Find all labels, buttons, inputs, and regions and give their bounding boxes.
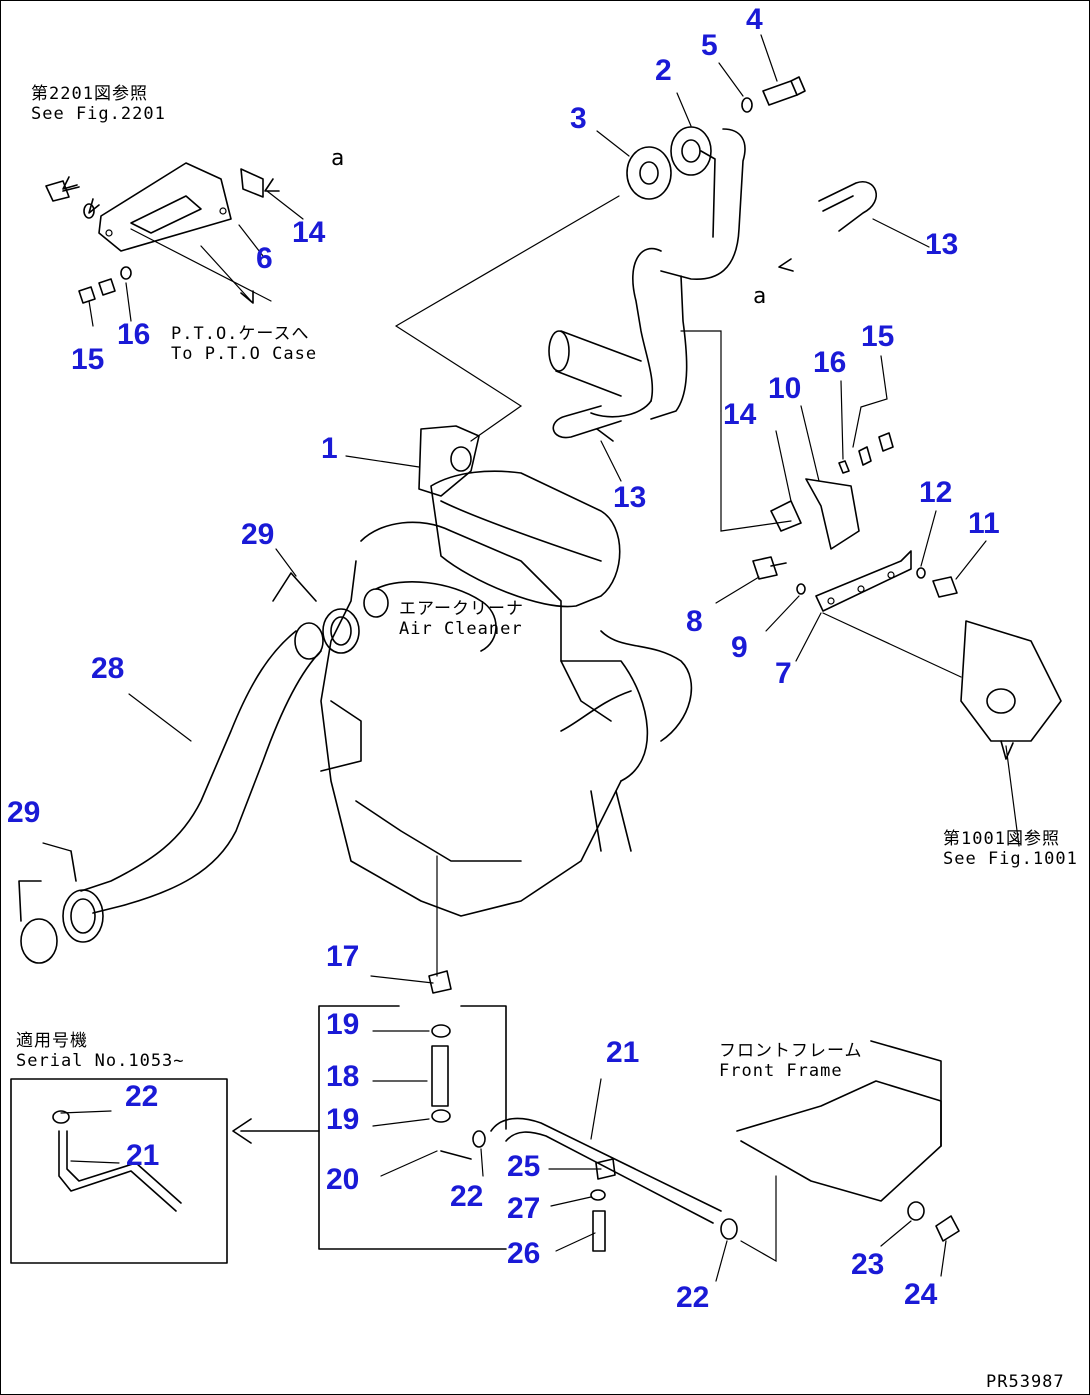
serial-inset-box	[10, 1078, 228, 1264]
callout-27: 27	[507, 1192, 541, 1225]
intake-hose	[18, 572, 360, 964]
callout-3: 3	[570, 102, 587, 135]
callout-20: 20	[326, 1163, 360, 1196]
serial-inset-hose	[52, 1110, 182, 1212]
callout-1: 1	[321, 432, 338, 465]
callout-28: 28	[91, 652, 125, 685]
callout-22-inset: 22	[125, 1080, 159, 1113]
view-letter-a-mid: a	[753, 284, 767, 309]
callout-2: 2	[655, 54, 672, 87]
callout-15-left: 15	[71, 343, 105, 376]
callout-13-upper: 13	[925, 228, 959, 261]
callout-12: 12	[919, 476, 953, 509]
callout-14-left: 14	[292, 216, 326, 249]
note-serial-number: 適用号機 Serial No.1053~	[16, 1031, 185, 1071]
callout-25: 25	[507, 1150, 541, 1183]
callout-16-right: 16	[813, 346, 847, 379]
callout-22-end: 22	[676, 1281, 710, 1314]
callout-7: 7	[775, 657, 792, 690]
callout-17: 17	[326, 940, 360, 973]
callout-6: 6	[256, 242, 273, 275]
note-see-fig-1001: 第1001図参照 See Fig.1001	[943, 829, 1078, 869]
group-box	[318, 1005, 507, 1250]
callout-15-right: 15	[861, 320, 895, 353]
callout-22-box: 22	[450, 1180, 484, 1213]
callout-19-lower: 19	[326, 1103, 360, 1136]
callout-29-lower: 29	[7, 796, 41, 829]
note-to-pto-case: P.T.O.ケースへ To P.T.O Case	[171, 324, 318, 364]
drawing-number: PR53987	[986, 1372, 1065, 1392]
bracket-group	[45, 162, 264, 304]
callout-18: 18	[326, 1060, 360, 1093]
callout-5: 5	[701, 29, 718, 62]
bolt-washer	[741, 76, 806, 113]
note-see-fig-2201: 第2201図参照 See Fig.2201	[31, 84, 166, 124]
callout-23: 23	[851, 1248, 885, 1281]
callout-8: 8	[686, 605, 703, 638]
callout-21-inset: 21	[126, 1139, 160, 1172]
gasket	[626, 146, 672, 200]
note-front-frame: フロントフレーム Front Frame	[719, 1041, 863, 1081]
callout-26: 26	[507, 1237, 541, 1270]
callout-14-right: 14	[723, 398, 757, 431]
callout-13-lower: 13	[613, 481, 647, 514]
note-air-cleaner: エアークリーナ Air Cleaner	[399, 599, 524, 639]
callout-11: 11	[968, 507, 1000, 540]
leader-lines	[42, 34, 1020, 1282]
u-bolt	[818, 180, 877, 232]
support-bracket	[752, 432, 1062, 742]
engine	[320, 521, 693, 917]
callout-19-upper: 19	[326, 1008, 360, 1041]
callout-24: 24	[904, 1278, 938, 1311]
exhaust-pipe	[548, 126, 746, 420]
view-letter-a-top: a	[331, 146, 345, 171]
drain-assembly	[428, 970, 960, 1252]
callout-9: 9	[731, 631, 748, 664]
arrowheads	[62, 176, 1014, 760]
callout-29-upper: 29	[241, 518, 275, 551]
callout-21-main: 21	[606, 1036, 640, 1069]
callout-4: 4	[746, 3, 763, 36]
muffler	[418, 425, 621, 608]
callout-10: 10	[768, 372, 802, 405]
callout-16-left: 16	[117, 318, 151, 351]
u-bolt	[552, 405, 622, 439]
